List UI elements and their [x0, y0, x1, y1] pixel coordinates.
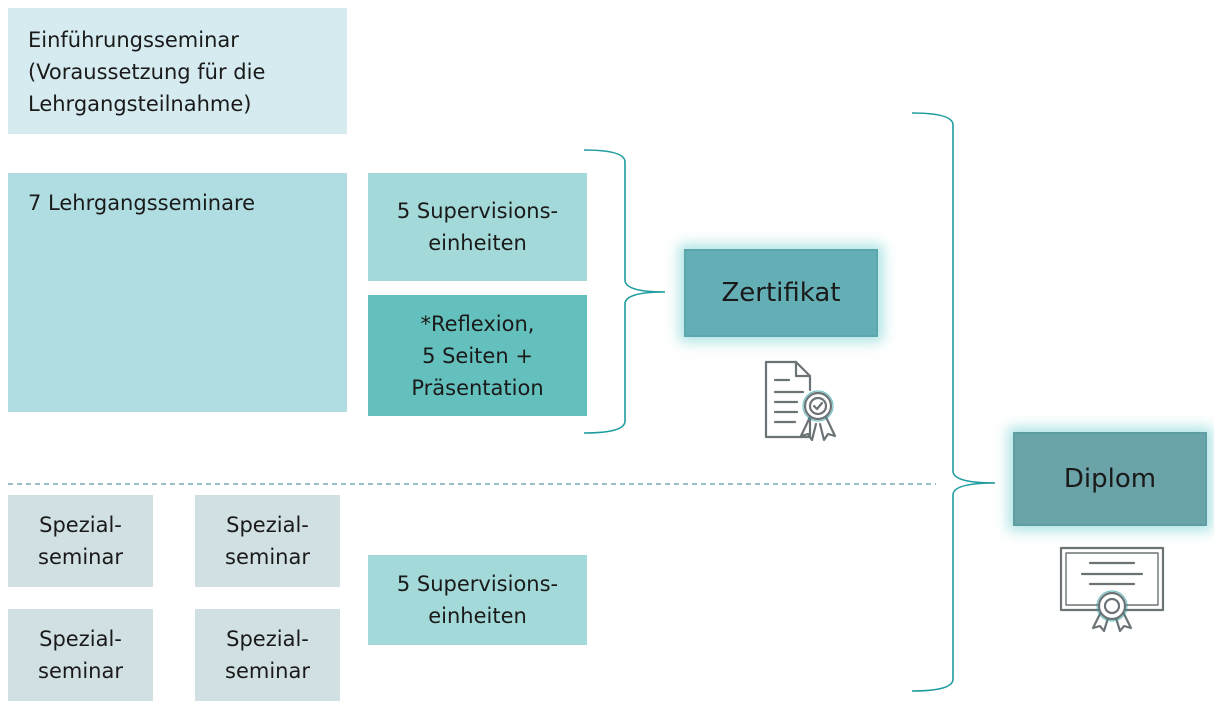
bracket-diplom	[911, 112, 996, 692]
intro-seminar-box: Einführungsseminar (Voraussetzung für di…	[8, 8, 347, 134]
certificate-document-icon	[764, 360, 837, 442]
special-seminar-box: Spezial- seminar	[195, 495, 340, 587]
special-seminar-box: Spezial- seminar	[8, 609, 153, 701]
supervision-box-top: 5 Supervisions- einheiten	[368, 173, 587, 281]
special-seminar-box: Spezial- seminar	[195, 609, 340, 701]
bracket-zertifikat	[583, 149, 666, 434]
supervision-box-bottom: 5 Supervisions- einheiten	[368, 555, 587, 645]
diploma-icon	[1059, 546, 1165, 633]
zertifikat-box: Zertifikat	[684, 249, 878, 337]
reflexion-box: *Reflexion, 5 Seiten + Präsentation	[368, 295, 587, 416]
diplom-box: Diplom	[1013, 432, 1207, 526]
special-seminar-box: Spezial- seminar	[8, 495, 153, 587]
course-seminars-box: 7 Lehrgangsseminare	[8, 173, 347, 412]
